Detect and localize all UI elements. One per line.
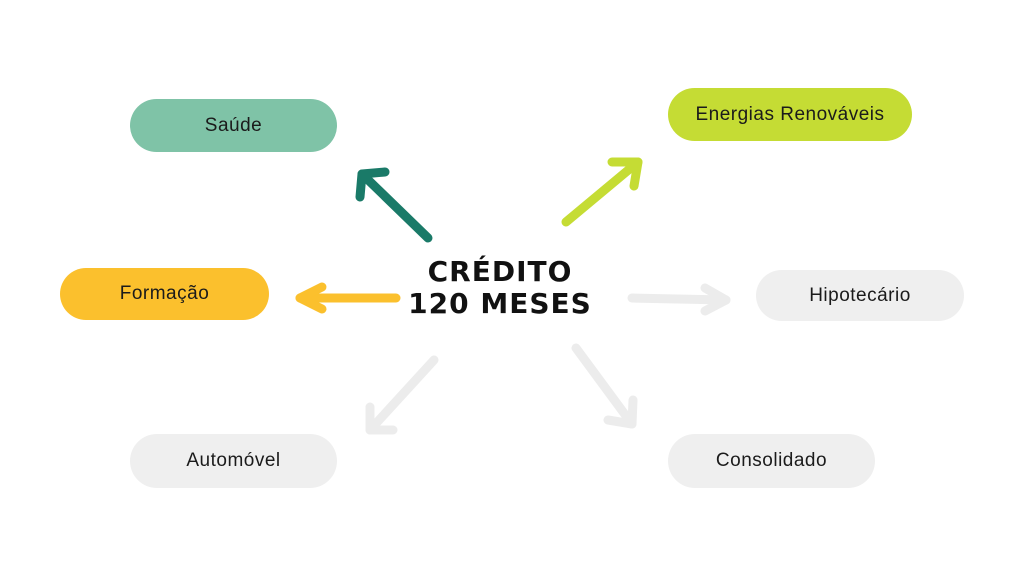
- node-automovel: Automóvel: [130, 434, 337, 488]
- center-title-line1: CRÉDITO: [427, 255, 573, 288]
- arrow-to-hipotecario: [627, 283, 731, 316]
- node-consolidado-label: Consolidado: [715, 450, 828, 471]
- node-consolidado: Consolidado: [668, 434, 875, 488]
- arrow-to-automovel: [365, 355, 439, 435]
- node-hipotecario-label: Hipotecário: [809, 284, 911, 306]
- node-saude: Saúde: [130, 99, 337, 152]
- node-hipotecario: Hipotecário: [756, 270, 964, 321]
- center-title: CRÉDITO 120 MESES: [390, 256, 610, 320]
- node-formacao-label: Formação: [119, 283, 210, 304]
- node-automovel-label: Automóvel: [186, 450, 281, 471]
- node-energias-renovaveis: Energias Renováveis: [668, 88, 912, 141]
- center-title-line2: 120 MESES: [408, 287, 592, 320]
- arrow-to-saude: [355, 167, 433, 243]
- arrow-to-energias: [561, 157, 643, 227]
- node-saude-label: Saúde: [204, 114, 263, 136]
- arrow-to-formacao: [295, 282, 401, 314]
- arrow-to-consolidado: [571, 343, 638, 429]
- node-energias-renovaveis-label: Energias Renováveis: [695, 103, 885, 125]
- node-formacao: Formação: [60, 268, 269, 320]
